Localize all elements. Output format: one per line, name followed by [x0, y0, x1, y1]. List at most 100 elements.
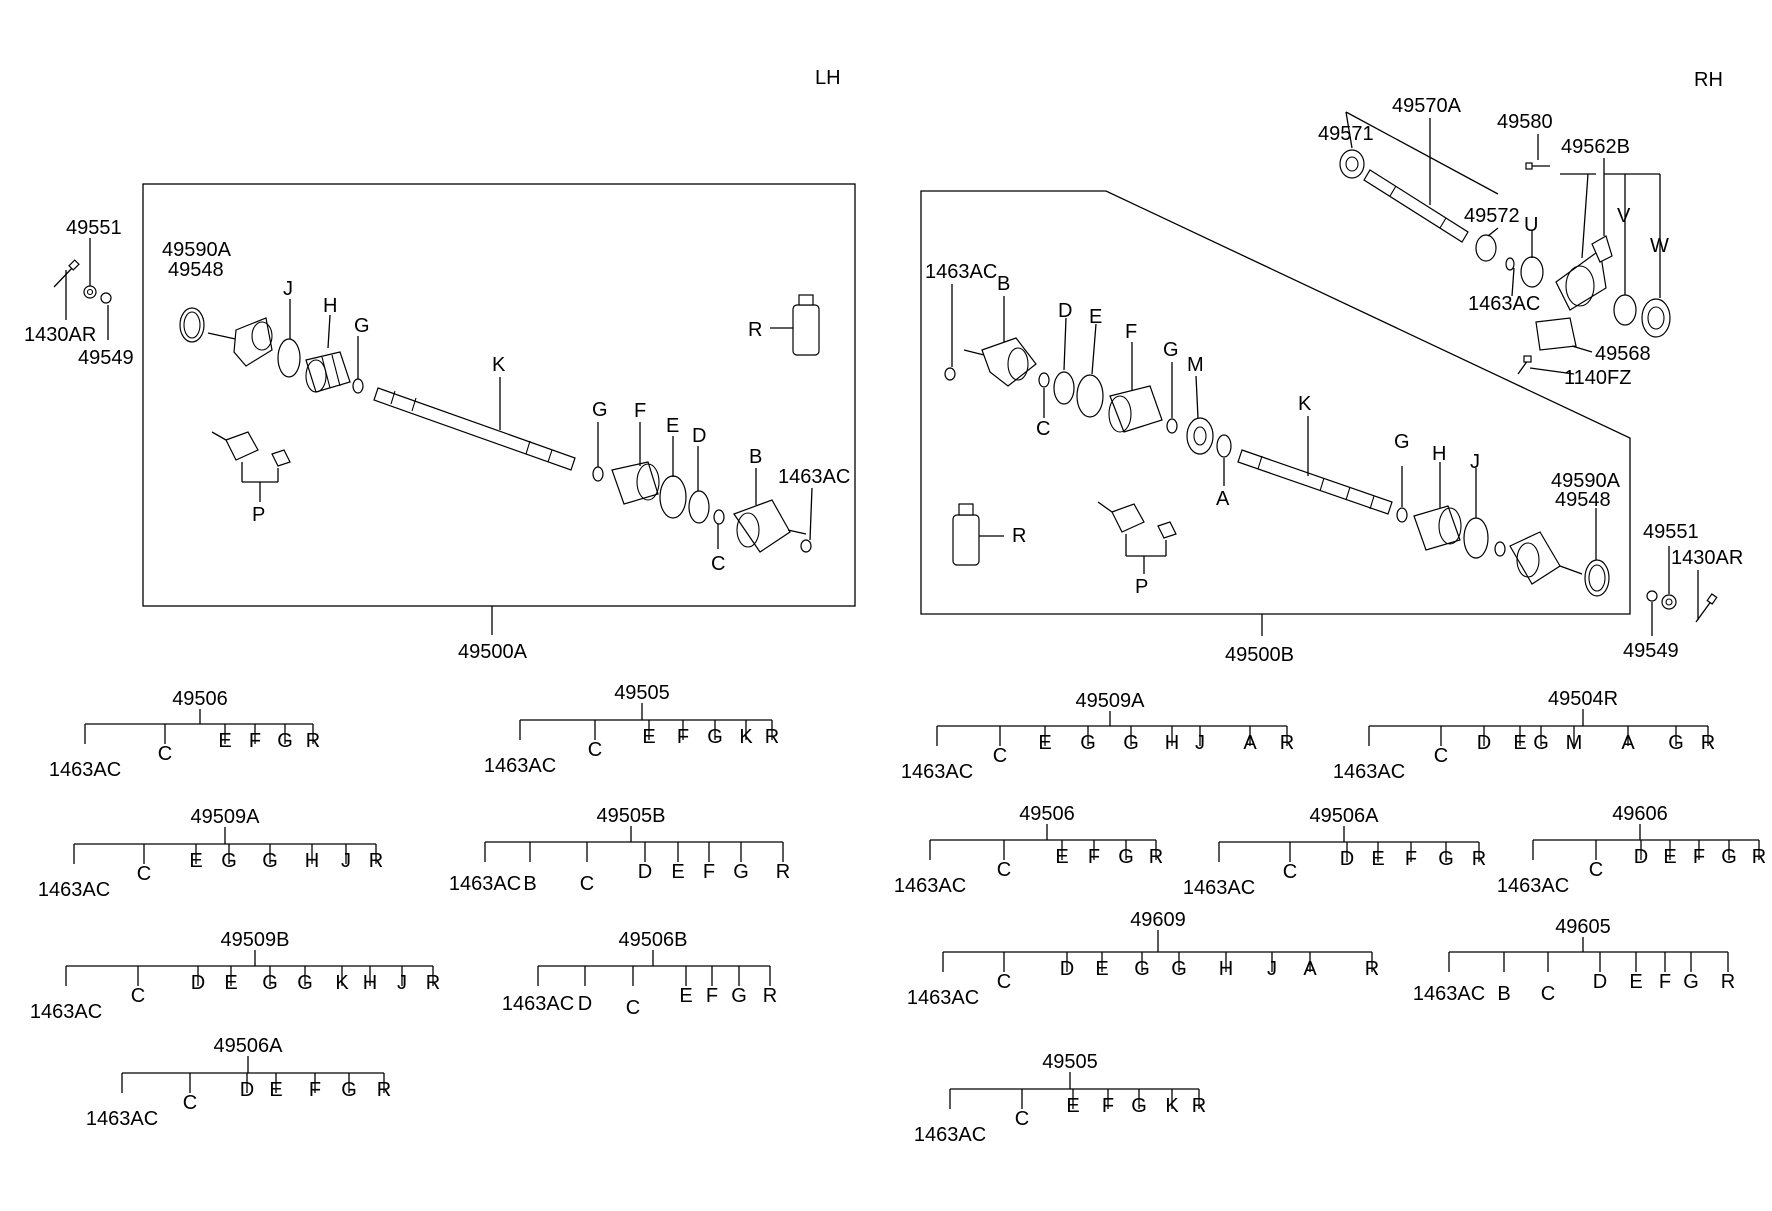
- rh-bearing-m: [1186, 417, 1214, 455]
- kit-item: E: [1513, 732, 1526, 754]
- lh-clamp-e: [659, 475, 687, 519]
- kit-item: F: [1102, 1095, 1114, 1117]
- kit-item: C: [183, 1092, 197, 1114]
- kit-item: J: [1267, 958, 1277, 980]
- kit-item: G: [733, 861, 749, 883]
- kit-item: E: [1629, 971, 1642, 993]
- rh-label-49549: 49549: [1623, 640, 1679, 662]
- lh-label-1430ar: 1430AR: [24, 324, 96, 346]
- kit-item: F: [1659, 971, 1671, 993]
- rh-tripod-p: [1097, 501, 1177, 574]
- kit-item: C: [588, 739, 602, 761]
- kit-item: R: [1701, 732, 1715, 754]
- inter-seal-u: [1520, 256, 1544, 288]
- intermediate-shaft-group: 49570A 49571 49580 49562B 49572 U V W 14…: [1318, 95, 1671, 389]
- lh-assembly: 49500A: [24, 183, 856, 663]
- rh-clamp-j: [1463, 517, 1489, 559]
- kit-item: 1463AC: [86, 1108, 158, 1130]
- kit-item: R: [426, 972, 440, 994]
- kit-item: C: [580, 873, 594, 895]
- rh-side-label: RH: [1694, 69, 1723, 91]
- rh-label-a: A: [1216, 488, 1230, 510]
- kit-item: R: [369, 850, 383, 872]
- kit-item: K: [335, 972, 349, 994]
- lh-label-p: P: [252, 504, 265, 526]
- kit-title: 49505: [1042, 1051, 1098, 1073]
- kit-item: E: [189, 850, 202, 872]
- kit-item: R: [1721, 971, 1735, 993]
- rh-label-c: C: [1036, 418, 1050, 440]
- lh-boot-h: [305, 351, 351, 393]
- rh-label-r: R: [1012, 525, 1026, 547]
- kit-item: 1463AC: [30, 1001, 102, 1023]
- kit-item: D: [1593, 971, 1607, 993]
- kit-item: C: [1589, 859, 1603, 881]
- rh-clamp-d: [1053, 371, 1075, 405]
- kit-item: G: [1123, 732, 1139, 754]
- kit-item: D: [638, 861, 652, 883]
- kit-item: G: [1118, 846, 1134, 868]
- kit-item: 1463AC: [1497, 875, 1569, 897]
- kit-title: 49505: [614, 682, 670, 704]
- kit-title: 49505B: [597, 805, 666, 827]
- rh-outer-cv-joint: [1509, 531, 1583, 585]
- kit-item: E: [1055, 846, 1068, 868]
- rh-label-1463ac: 1463AC: [925, 261, 997, 283]
- rh-label-d: D: [1058, 300, 1072, 322]
- rh-snap-ring-c2: [1494, 541, 1506, 557]
- kit-item: E: [269, 1079, 282, 1101]
- kit-item: D: [1634, 846, 1648, 868]
- kit-item: C: [626, 997, 640, 1019]
- lh-label-b: B: [749, 446, 762, 468]
- rh-hub-washer: [1646, 590, 1658, 602]
- lh-side-label: LH: [815, 67, 841, 89]
- kit-title: 49506: [172, 688, 228, 710]
- kit-item: D: [240, 1079, 254, 1101]
- kit-item: G: [707, 726, 723, 748]
- kit-item: C: [1541, 983, 1555, 1005]
- kit-item: 1463AC: [901, 761, 973, 783]
- inter-bolt-1140fz: [1517, 355, 1532, 375]
- lh-label-h: H: [323, 295, 337, 317]
- rh-inner-joint-b: [963, 337, 1037, 387]
- lh-assembly-frame: [142, 183, 856, 607]
- rh-clamp-e: [1076, 374, 1104, 418]
- kit-item: R: [306, 730, 320, 752]
- rh-label-b: B: [997, 273, 1010, 295]
- kit-item: D: [1340, 848, 1354, 870]
- kit-title: 49606: [1612, 803, 1668, 825]
- rh-snap-ring-g2: [1396, 507, 1408, 523]
- kit-item: G: [221, 850, 237, 872]
- kit-item: E: [642, 726, 655, 748]
- lh-outer-cv-joint: [207, 317, 273, 367]
- kit-item: G: [262, 972, 278, 994]
- inter-bolt-49580: [1525, 162, 1550, 170]
- lh-assembly-number: 49500A: [458, 641, 528, 663]
- lh-hub-nut: [83, 285, 97, 299]
- kit-item: C: [137, 863, 151, 885]
- rh-label-49590a: 49590A: [1551, 470, 1621, 492]
- kit-item: 1463AC: [449, 873, 521, 895]
- kit-item: G: [1533, 732, 1549, 754]
- lh-tripod-p: [211, 431, 291, 502]
- lh-label-g1: G: [354, 315, 370, 337]
- kit-item: R: [1472, 848, 1486, 870]
- kit-item: J: [341, 850, 351, 872]
- inter-label-49571: 49571: [1318, 123, 1374, 145]
- kit-item: G: [277, 730, 293, 752]
- inter-label-1463ac: 1463AC: [1468, 293, 1540, 315]
- lh-clamp-d: [688, 490, 710, 524]
- kit-item: G: [731, 985, 747, 1007]
- kit-item: E: [1066, 1095, 1079, 1117]
- lh-label-f: F: [634, 400, 646, 422]
- kit-item: 1463AC: [1183, 877, 1255, 899]
- inter-label-v: V: [1617, 205, 1631, 227]
- rh-shaft-k: [1237, 449, 1393, 515]
- rh-label-m: M: [1187, 354, 1204, 376]
- kit-title: 49605: [1555, 916, 1611, 938]
